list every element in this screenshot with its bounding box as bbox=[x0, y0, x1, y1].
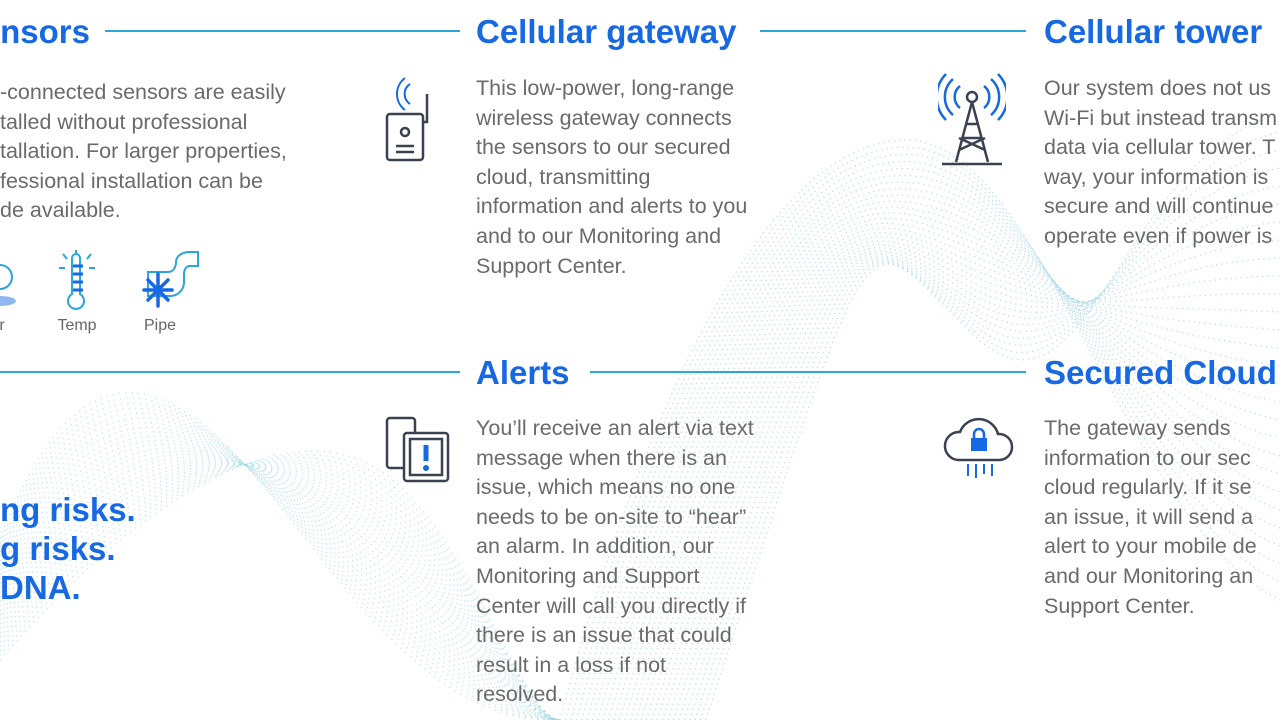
wave-dot-line bbox=[0, 456, 561, 720]
sensor-label: r bbox=[0, 317, 5, 334]
description-line: wireless gateway connects bbox=[476, 105, 732, 130]
description-line: information to our sec bbox=[1044, 445, 1251, 470]
divider bbox=[590, 371, 1026, 373]
wave-dot-line bbox=[564, 146, 1280, 720]
gateway-icon bbox=[380, 72, 440, 172]
description-line: and our Monitoring an bbox=[1044, 563, 1254, 588]
description-line: tallation. For larger properties, bbox=[0, 139, 287, 164]
description-line: Our system does not us bbox=[1044, 76, 1272, 100]
gateway-description: This low-power, long-range wireless gatew… bbox=[476, 74, 747, 281]
description-line: data via cellular tower. T bbox=[1044, 135, 1276, 160]
description-line: information and alerts to you bbox=[476, 194, 748, 219]
wave-dot-line bbox=[651, 240, 1280, 720]
sensor-label: Pipe bbox=[143, 317, 177, 334]
cell-tower-icon bbox=[935, 72, 1009, 172]
description-line: needs to be on-site to “hear” bbox=[476, 504, 747, 529]
wave-dot-line bbox=[613, 206, 1280, 720]
description-line: You’ll receive an alert via text bbox=[476, 416, 754, 440]
wave-dot-line bbox=[591, 181, 1280, 720]
tagline-line: g risks. bbox=[0, 530, 116, 567]
description-line: there is an issue that could bbox=[476, 623, 732, 648]
alerts-description: You’ll receive an alert via text message … bbox=[476, 414, 754, 710]
description-line: result in a loss if not bbox=[476, 652, 667, 677]
description-line: de available. bbox=[0, 198, 121, 223]
description-line: fessional installation can be bbox=[0, 168, 263, 193]
description-line: Wi-Fi but instead transm bbox=[1044, 105, 1277, 130]
divider bbox=[105, 30, 460, 32]
wave-dot-line bbox=[602, 194, 1280, 720]
description-line: the sensors to our secured bbox=[476, 135, 731, 160]
wave-dot-line bbox=[607, 200, 1280, 720]
description-line: an issue, it will send a bbox=[1044, 504, 1254, 529]
tagline-line: ng risks. bbox=[0, 491, 136, 528]
description-line: and to our Monitoring and bbox=[476, 223, 722, 248]
wave-dot-line bbox=[0, 392, 561, 720]
description-line: secure and will continue bbox=[1044, 194, 1274, 219]
description-line: way, your information is bbox=[1044, 164, 1269, 189]
tagline-line: DNA. bbox=[0, 569, 81, 606]
alerts-heading: Alerts bbox=[476, 354, 570, 391]
description-line: -connected sensors are easily bbox=[0, 80, 286, 104]
wave-dot-line bbox=[672, 221, 1280, 720]
secure-cloud-icon bbox=[940, 414, 1020, 489]
wave-dot-line bbox=[0, 422, 561, 720]
description-line: cloud regularly. If it se bbox=[1044, 475, 1252, 500]
description-line: This low-power, long-range bbox=[476, 76, 735, 100]
description-line: issue, which means no one bbox=[476, 475, 736, 500]
wave-dot-line bbox=[0, 461, 561, 720]
wave-dot-line bbox=[570, 153, 1280, 720]
cloud-description: The gateway sends information to our sec c… bbox=[1044, 414, 1257, 621]
mobile-alert-icon bbox=[384, 415, 454, 490]
description-line: Support Center. bbox=[1044, 593, 1195, 618]
wave-dot-line bbox=[667, 239, 1280, 720]
tower-heading: Cellular tower bbox=[1044, 13, 1263, 50]
description-line: The gateway sends bbox=[1044, 416, 1231, 440]
wave-dot-line bbox=[0, 453, 561, 720]
wave-dot-line bbox=[694, 149, 1280, 720]
wave-dot-line bbox=[705, 113, 1280, 720]
description-line: an alarm. In addition, our bbox=[476, 534, 714, 559]
wave-dot-line bbox=[0, 426, 561, 720]
description-line: Center will call you directly if bbox=[476, 593, 747, 618]
wave-dot-line bbox=[0, 402, 561, 720]
wave-dot-line bbox=[575, 160, 1280, 720]
tower-description: Our system does not us Wi-Fi but instead … bbox=[1044, 74, 1277, 252]
description-line: talled without professional bbox=[0, 109, 248, 134]
wave-dot-line bbox=[634, 227, 1280, 720]
description-line: cloud, transmitting bbox=[476, 164, 651, 189]
wave-dot-line bbox=[699, 131, 1280, 720]
sensors-description: -connected sensors are easily talled with… bbox=[0, 78, 287, 226]
sensor-label: Temp bbox=[57, 317, 97, 334]
description-line: Support Center. bbox=[476, 253, 627, 278]
wave-dot-line bbox=[683, 185, 1280, 720]
cloud-heading: Secured Cloud bbox=[1044, 354, 1277, 391]
thermometer-icon bbox=[55, 248, 99, 317]
description-line: resolved. bbox=[476, 682, 564, 707]
description-line: message when there is an bbox=[476, 445, 727, 470]
wave-dot-line bbox=[0, 463, 561, 720]
wave-dot-line bbox=[0, 407, 561, 720]
water-sensor-icon bbox=[0, 255, 40, 320]
sensors-heading: nsors bbox=[0, 13, 90, 50]
wave-dot-line bbox=[624, 217, 1280, 720]
wave-dot-line bbox=[640, 232, 1280, 720]
description-line: Monitoring and Support bbox=[476, 563, 700, 588]
frozen-pipe-icon bbox=[138, 250, 202, 319]
divider bbox=[760, 30, 1026, 32]
description-line: operate even if power is bbox=[1044, 223, 1273, 248]
description-line: alert to your mobile de bbox=[1044, 534, 1257, 559]
wave-dot-line bbox=[0, 439, 561, 720]
wave-dot-line bbox=[559, 139, 1280, 720]
divider bbox=[0, 371, 460, 373]
gateway-heading: Cellular gateway bbox=[476, 13, 737, 50]
wave-dot-line bbox=[688, 167, 1280, 720]
